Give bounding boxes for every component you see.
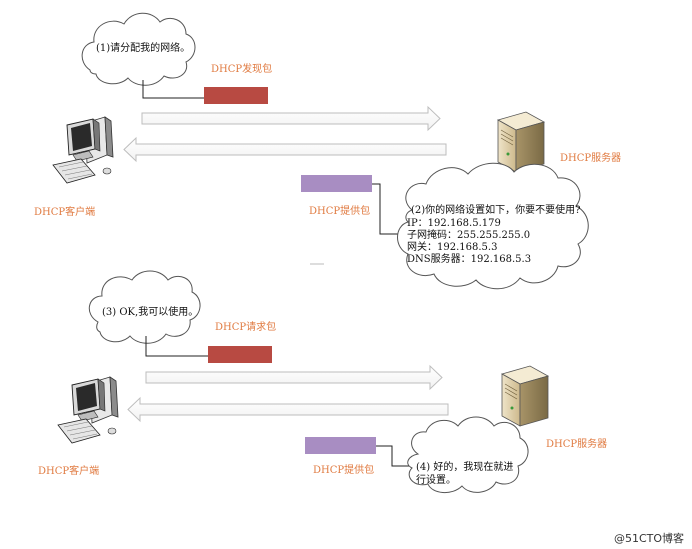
arrow-right-1 bbox=[141, 105, 441, 132]
offer-bubble-line3: 子网掩码：255.255.255.0 bbox=[407, 230, 531, 241]
discover-packet bbox=[204, 87, 268, 104]
desktop-computer-icon bbox=[52, 116, 114, 184]
arrow-left-1 bbox=[123, 136, 447, 163]
client-label-1: DHCP客户端 bbox=[34, 207, 96, 218]
client-label-2: DHCP客户端 bbox=[38, 466, 100, 477]
server-label-2: DHCP服务器 bbox=[546, 439, 608, 450]
cloud-bubble-2 bbox=[397, 162, 589, 290]
request-packet bbox=[208, 346, 272, 363]
tower-server-icon bbox=[496, 111, 546, 173]
request-packet-label: DHCP请求包 bbox=[215, 322, 277, 333]
connector-line-3 bbox=[145, 336, 208, 357]
offer-bubble-line5: DNS服务器：192.168.5.3 bbox=[407, 254, 532, 265]
server-label-1: DHCP服务器 bbox=[560, 153, 622, 164]
offer-packet bbox=[301, 175, 372, 192]
connector-line-1 bbox=[142, 80, 204, 99]
cloud-bubble-3 bbox=[88, 270, 201, 344]
cloud-bubble-1 bbox=[81, 12, 196, 86]
cloud-bubble-4 bbox=[407, 416, 529, 493]
offer-packet bbox=[305, 437, 376, 454]
step2-reply-bubble-text: (4) 好的，我现在就进 行设置。 bbox=[416, 462, 514, 486]
tower-server-icon bbox=[500, 365, 550, 427]
offer-bubble-line2: IP：192.168.5.179 bbox=[407, 218, 501, 229]
step1-request-bubble-text: (1)请分配我的网络。 bbox=[96, 43, 191, 54]
offer-bubble-line4: 网关：192.168.5.3 bbox=[407, 242, 498, 253]
desktop-computer-icon bbox=[57, 376, 119, 444]
connector-line-4 bbox=[376, 445, 412, 467]
step2-request-bubble-text: (3) OK,我可以使用。 bbox=[102, 307, 199, 318]
connector-line-2 bbox=[372, 183, 404, 235]
offer-bubble-line1: (2)你的网络设置如下，你要不要使用? bbox=[411, 205, 581, 216]
watermark: @51CTO博客 bbox=[614, 532, 685, 545]
offer-packet-label-1: DHCP提供包 bbox=[309, 206, 371, 217]
arrow-left-2 bbox=[127, 396, 449, 423]
discover-packet-label: DHCP发现包 bbox=[211, 64, 273, 75]
arrow-right-2 bbox=[145, 364, 443, 391]
offer-packet-label-2: DHCP提供包 bbox=[313, 465, 375, 476]
